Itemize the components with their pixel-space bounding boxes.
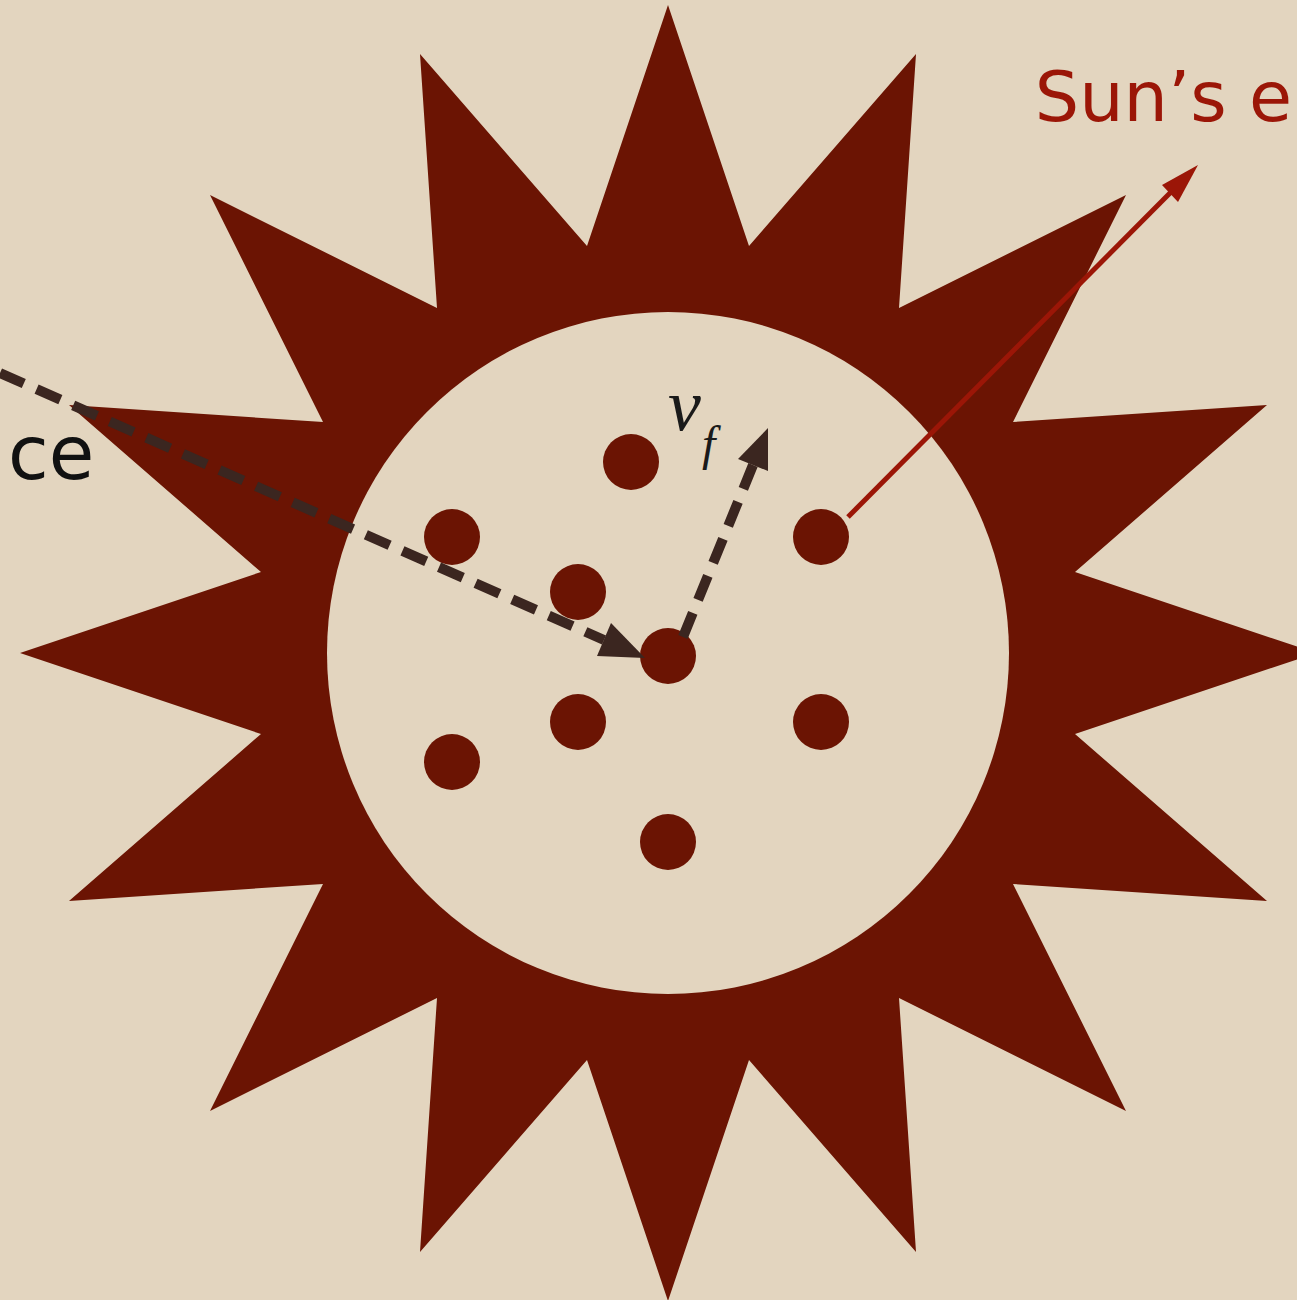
- incoming-label: ce: [8, 416, 94, 490]
- particle: [640, 814, 696, 870]
- arrowhead: [597, 623, 645, 658]
- particles: [424, 434, 849, 870]
- velocity-symbol: v: [668, 368, 701, 442]
- arrowhead: [738, 428, 768, 471]
- particle: [424, 734, 480, 790]
- particle: [793, 694, 849, 750]
- particle: [603, 434, 659, 490]
- sun-interior: [327, 312, 1009, 994]
- arrowhead: [1162, 165, 1198, 202]
- sun-star: [20, 5, 1297, 1300]
- incoming-path: [0, 373, 604, 640]
- particle: [424, 509, 480, 565]
- escape-label: Sun’s e: [1035, 62, 1292, 132]
- particle: [550, 564, 606, 620]
- escape-arrow: [848, 191, 1172, 517]
- particle: [550, 694, 606, 750]
- velocity-subscript: f: [702, 420, 715, 468]
- particle: [793, 509, 849, 565]
- final-velocity-path: [683, 465, 753, 637]
